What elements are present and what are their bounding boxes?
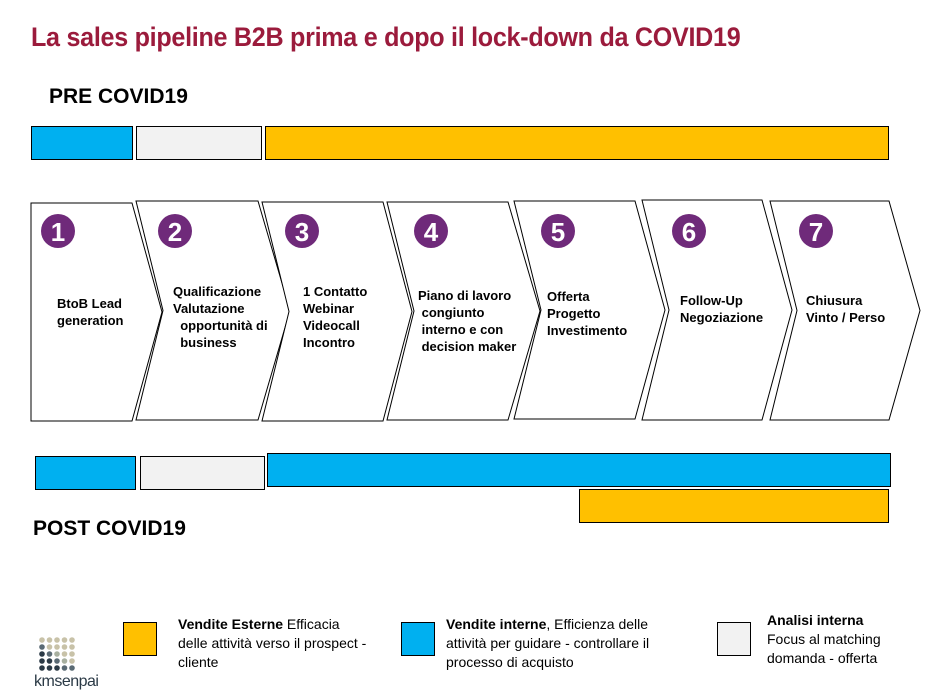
step-3-chevron [261,201,413,422]
step-7-label-line: Chiusura [806,293,863,308]
logo-dot [61,658,68,664]
step-3-label-line: Videocall [303,318,360,333]
logo-dot [46,644,53,650]
step-1-label-line: BtoB Lead [57,296,122,311]
pre-internal-sales-bar [31,126,133,160]
legend-analysis-desc: Focus al matching domanda - offerta [767,631,881,666]
logo-dot [39,651,45,657]
legend-internal-bold: Vendite interne [446,616,547,632]
logo-text: kmsenpai [34,673,99,690]
legend-external-bold: Vendite Esterne [178,616,284,632]
logo-dot [54,637,60,643]
legend-external-text: Vendite Esterne Efficacia delle attività… [178,615,373,672]
page-title: La sales pipeline B2B prima e dopo il lo… [31,22,741,52]
step-3-label-line: 1 Contatto [303,284,368,299]
logo-dot [39,637,45,643]
step-5-label-line: Progetto [547,306,601,321]
logo-dot [54,651,60,657]
legend-external-desc: Efficacia delle attività verso il prospe… [178,616,367,670]
logo-dot [54,658,60,664]
logo-dot [69,665,75,671]
legend-internal-swatch [401,622,435,656]
legend-external-swatch [123,622,157,656]
logo-dot [39,644,45,650]
step-5-label-line: Investimento [547,323,628,338]
step-3-label-line: Incontro [303,335,355,350]
step-4-label-line: decision maker [418,339,517,354]
step-2-label-line: Valutazione [173,301,245,316]
legend-analysis-bold: Analisi interna [767,612,864,628]
step-7-label-line: Vinto / Perso [806,310,886,325]
step-5-label-line: Offerta [547,289,590,304]
post-internal-sales-bar-left [35,456,136,490]
step-5-chevron [513,200,666,420]
logo-dot [39,658,45,664]
step-6-badge [672,214,706,248]
step-5-number: 5 [551,217,565,247]
step-1-label-line: generation [57,313,124,328]
step-5-badge [541,214,575,248]
logo-dot [46,637,53,643]
step-2-badge [158,214,192,248]
logo-dot [69,658,75,664]
legend-analysis-swatch [717,622,751,656]
step-3-number: 3 [295,217,309,247]
step-1-number: 1 [51,217,65,247]
step-6-label-line: Negoziazione [680,310,764,325]
post-internal-sales-bar [267,453,891,487]
legend-internal-text: Vendite interne, Efficienza delle attivi… [446,615,686,672]
step-7-number: 7 [809,217,823,247]
step-1-label: BtoB Lead generation [57,295,123,329]
step-2-label-line: business [173,335,237,350]
post-external-sales-bar [579,489,889,523]
logo-dot [61,637,68,643]
logo-dot [54,665,60,671]
step-7-badge [799,214,833,248]
step-2-chevron [135,200,291,421]
step-2-label-line: opportunità di [173,318,268,333]
post-analysis-bar [140,456,265,490]
logo-dot [61,665,68,671]
step-4-label-line: Piano di lavoro [418,288,512,303]
step-2-number: 2 [168,217,182,247]
pre-external-sales-bar [265,126,889,160]
step-4-label: Piano di lavoro congiunto interno e con … [418,287,516,355]
step-6-chevron [641,199,793,421]
step-3-badge [285,214,319,248]
logo-dot [39,665,45,671]
pre-covid-label: PRE COVID19 [49,85,188,108]
logo-dots-icon [39,637,75,671]
logo-dot [69,637,75,643]
step-7-chevron [769,200,921,421]
step-4-number: 4 [424,217,439,247]
step-6-number: 6 [682,217,696,247]
step-1-chevron [30,202,163,422]
step-3-label-line: Webinar [303,301,355,316]
step-4-badge [414,214,448,248]
step-2-label-line: Qualificazione [173,284,262,299]
logo-dot [69,651,75,657]
step-6-label-line: Follow-Up [680,293,743,308]
logo-dot [54,644,60,650]
logo-dot [61,644,68,650]
step-4-label-line: congiunto [418,305,485,320]
logo-dot [46,658,53,664]
step-4-label-line: interno e con [418,322,504,337]
logo-dot [61,651,68,657]
legend-internal-desc: , Efficienza delle attività per guidare … [446,616,650,670]
post-covid-label: POST COVID19 [33,517,186,540]
logo-dot [46,651,53,657]
pre-analysis-bar [136,126,262,160]
logo-dot [69,644,75,650]
logo-dot [46,665,53,671]
step-1-badge [41,214,75,248]
step-4-chevron [386,201,541,421]
